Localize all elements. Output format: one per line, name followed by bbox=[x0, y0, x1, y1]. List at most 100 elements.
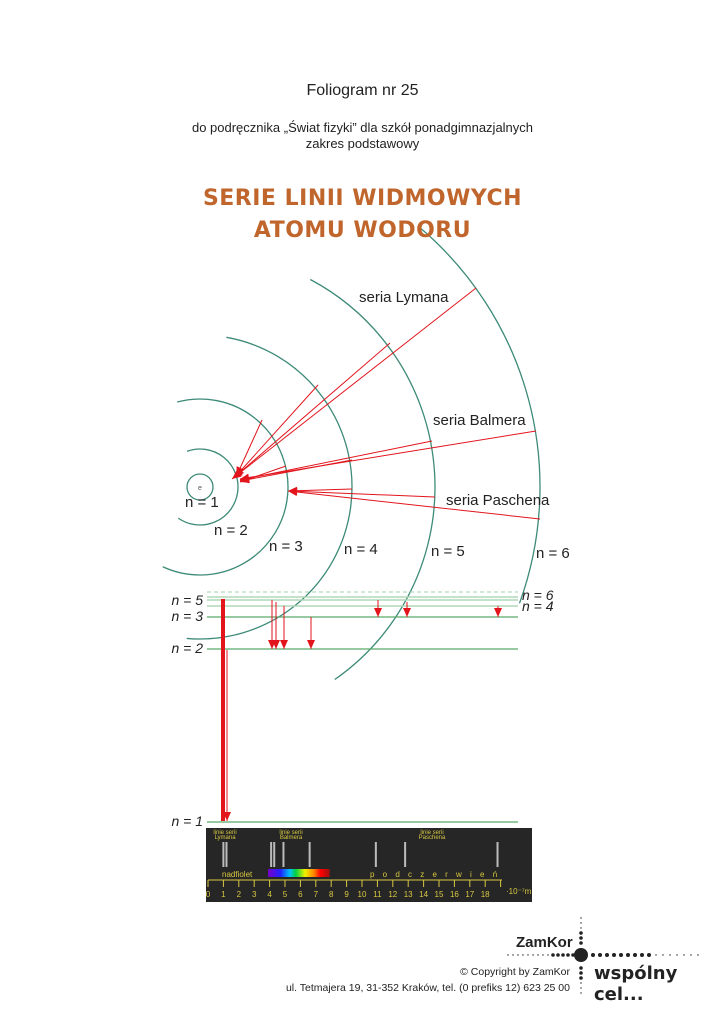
logo-dot bbox=[537, 954, 539, 956]
axis-tick-label: 5 bbox=[283, 890, 288, 899]
logo-dot bbox=[579, 976, 583, 980]
logo-dot bbox=[579, 936, 583, 940]
zamkor-logo-icon bbox=[574, 948, 588, 962]
foliogram-number: Foliogram nr 25 bbox=[306, 82, 419, 99]
logo-dot bbox=[579, 931, 583, 935]
balmer-transition bbox=[239, 430, 537, 480]
copyright: © Copyright by ZamKor bbox=[460, 966, 570, 978]
paschen-level-transition-head bbox=[494, 608, 502, 617]
logo-dot bbox=[580, 992, 582, 994]
spectral-line bbox=[222, 842, 225, 867]
logo-dot bbox=[655, 954, 657, 956]
balmer-transition bbox=[239, 440, 433, 481]
subtitle: do podręcznika „Świat fizyki” dla szkół … bbox=[191, 120, 534, 135]
spectrum-series-label: Lymana bbox=[214, 835, 236, 841]
orbit-n5 bbox=[310, 278, 436, 681]
axis-tick-label: 14 bbox=[419, 890, 428, 899]
lyman-transition-head bbox=[236, 466, 244, 476]
series-label: seria Lymana bbox=[359, 289, 449, 306]
level-label-n3: n = 3 bbox=[171, 608, 203, 624]
spectral-line bbox=[308, 842, 311, 867]
orbit-n1 bbox=[186, 473, 214, 501]
logo-dot bbox=[591, 953, 595, 957]
logo-dot bbox=[547, 954, 549, 956]
spectrum-series-label: Balmera bbox=[280, 835, 303, 841]
logo-dot bbox=[580, 917, 582, 919]
spectral-line bbox=[282, 842, 285, 867]
level-label-n6: n = 6 bbox=[522, 587, 554, 603]
axis-tick-label: 18 bbox=[481, 890, 490, 899]
axis-tick-label: 11 bbox=[373, 890, 382, 899]
page-title-line2: ATOMU WODORU bbox=[253, 218, 472, 243]
logo-dot bbox=[619, 953, 623, 957]
logo-dot bbox=[571, 953, 575, 957]
logo-dot bbox=[532, 954, 534, 956]
paschen-level-transition-head bbox=[403, 608, 411, 617]
logo-dot bbox=[507, 954, 509, 956]
axis-tick-label: 8 bbox=[329, 890, 334, 899]
orbit-label: n = 4 bbox=[344, 541, 378, 558]
orbit-label: n = 1 bbox=[185, 494, 219, 511]
axis-tick-label: 4 bbox=[267, 890, 272, 899]
logo-dot bbox=[626, 953, 630, 957]
paschen-transition bbox=[287, 488, 353, 492]
level-label-n4: n = 4 bbox=[522, 598, 554, 614]
spectrum-series-label: linie serii bbox=[213, 830, 236, 836]
logo-dot bbox=[579, 966, 583, 970]
logo-dot bbox=[669, 954, 671, 956]
orbit-n4 bbox=[186, 336, 353, 640]
logo-dot bbox=[551, 953, 555, 957]
axis-tick-label: 7 bbox=[314, 890, 319, 899]
uv-label: nadfiolet bbox=[222, 870, 253, 879]
logo-dot bbox=[640, 953, 644, 957]
axis-tick-label: 10 bbox=[358, 890, 367, 899]
orbit-label: n = 2 bbox=[214, 522, 248, 539]
axis-tick-label: 1 bbox=[221, 890, 226, 899]
axis-tick-label: 6 bbox=[298, 890, 303, 899]
axis-tick-label: 3 bbox=[252, 890, 257, 899]
axis-tick-label: 13 bbox=[404, 890, 413, 899]
logo-dot bbox=[683, 954, 685, 956]
slogan: wspólny cel... bbox=[594, 963, 678, 1005]
axis-tick-label: 17 bbox=[465, 890, 474, 899]
spectrum-series-label: Paschena bbox=[419, 835, 446, 841]
spectral-line bbox=[273, 842, 276, 867]
orbit-label: n = 3 bbox=[269, 538, 303, 555]
axis-tick-label: 9 bbox=[344, 890, 349, 899]
paschen-level-transition-head bbox=[374, 608, 382, 617]
logo-dot bbox=[579, 941, 583, 945]
logo-dot bbox=[566, 953, 570, 957]
orbit-label: n = 5 bbox=[431, 543, 465, 560]
logo-dot bbox=[580, 922, 582, 924]
nucleus-label: e bbox=[198, 485, 202, 492]
orbit-label: n = 6 bbox=[536, 545, 570, 562]
axis-tick-label: 15 bbox=[435, 890, 444, 899]
logo-dot bbox=[662, 954, 664, 956]
logo-dot bbox=[522, 954, 524, 956]
logo-dot bbox=[542, 954, 544, 956]
axis-unit: ·10⁻⁷m bbox=[506, 887, 532, 896]
logo-dot bbox=[512, 954, 514, 956]
ir-label: p o d c z e r w i e ń bbox=[370, 870, 500, 879]
logo-dot bbox=[580, 927, 582, 929]
spectrum-panel bbox=[206, 828, 532, 902]
spectral-line bbox=[225, 842, 228, 867]
balmer-transition-head bbox=[240, 475, 250, 483]
level-label-n5: n = 5 bbox=[171, 592, 203, 608]
orbit-n6 bbox=[418, 226, 541, 604]
logo-dot bbox=[556, 953, 560, 957]
spectral-line bbox=[374, 842, 377, 867]
orbit-n3 bbox=[162, 398, 289, 576]
lyman-transition bbox=[233, 342, 391, 479]
lyman-level-transition-head bbox=[223, 812, 231, 821]
spectral-line bbox=[404, 842, 407, 867]
series-label: seria Balmera bbox=[433, 412, 526, 429]
lyman-transition bbox=[234, 384, 319, 478]
visible-spectrum-bar bbox=[268, 869, 330, 877]
level-label-n1: n = 1 bbox=[171, 813, 203, 829]
logo-dot bbox=[598, 953, 602, 957]
orbit-n2 bbox=[177, 448, 239, 526]
page-title-line1: SERIE LINII WIDMOWYCH bbox=[202, 186, 523, 211]
paschen-transition-head bbox=[288, 486, 298, 495]
logo-dot bbox=[580, 982, 582, 984]
